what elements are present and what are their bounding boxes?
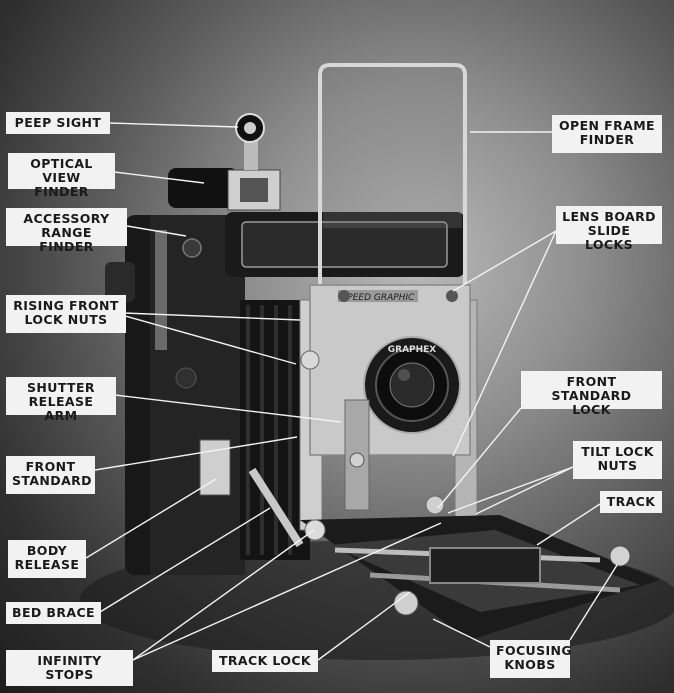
leader-lines [85, 122, 618, 661]
label-front-standard: FRONT STANDARD [6, 456, 95, 494]
model-plate: SPEED GRAPHIC [342, 293, 416, 303]
label-tilt-lock-nuts: TILT LOCK NUTS [573, 441, 662, 479]
peep-sight-part [235, 113, 265, 170]
label-body-release: BODY RELEASE [8, 540, 86, 578]
label-open-frame-finder: OPEN FRAME FINDER [552, 115, 662, 153]
label-front-standard-lock: FRONT STANDARD LOCK [521, 371, 662, 417]
label-track: TRACK [600, 491, 662, 513]
label-peep-sight: PEEP SIGHT [6, 112, 110, 134]
open-frame-finder-wire [318, 63, 467, 298]
graphex-lens: GRAPHEX [363, 336, 461, 434]
camera-body [105, 215, 245, 575]
label-lens-board-slide-locks: LENS BOARD SLIDE LOCKS [556, 206, 662, 252]
view-finder-tube [168, 168, 238, 208]
label-accessory-range-finder: ACCESSORY RANGE FINDER [6, 208, 127, 254]
bed-brace-part [248, 467, 304, 548]
label-infinity-stops: INFINITY STOPS [6, 650, 133, 686]
label-track-lock: TRACK LOCK [212, 650, 318, 672]
label-focusing-knobs: FOCUSING KNOBS [490, 640, 572, 678]
lens-brand: GRAPHEX [388, 345, 437, 355]
label-optical-view-finder: OPTICAL VIEW FINDER [8, 153, 115, 199]
label-bed-brace: BED BRACE [6, 602, 101, 624]
label-shutter-release-arm: SHUTTER RELEASE ARM [6, 377, 116, 423]
label-rising-front-lock-nuts: RISING FRONT LOCK NUTS [6, 295, 126, 333]
